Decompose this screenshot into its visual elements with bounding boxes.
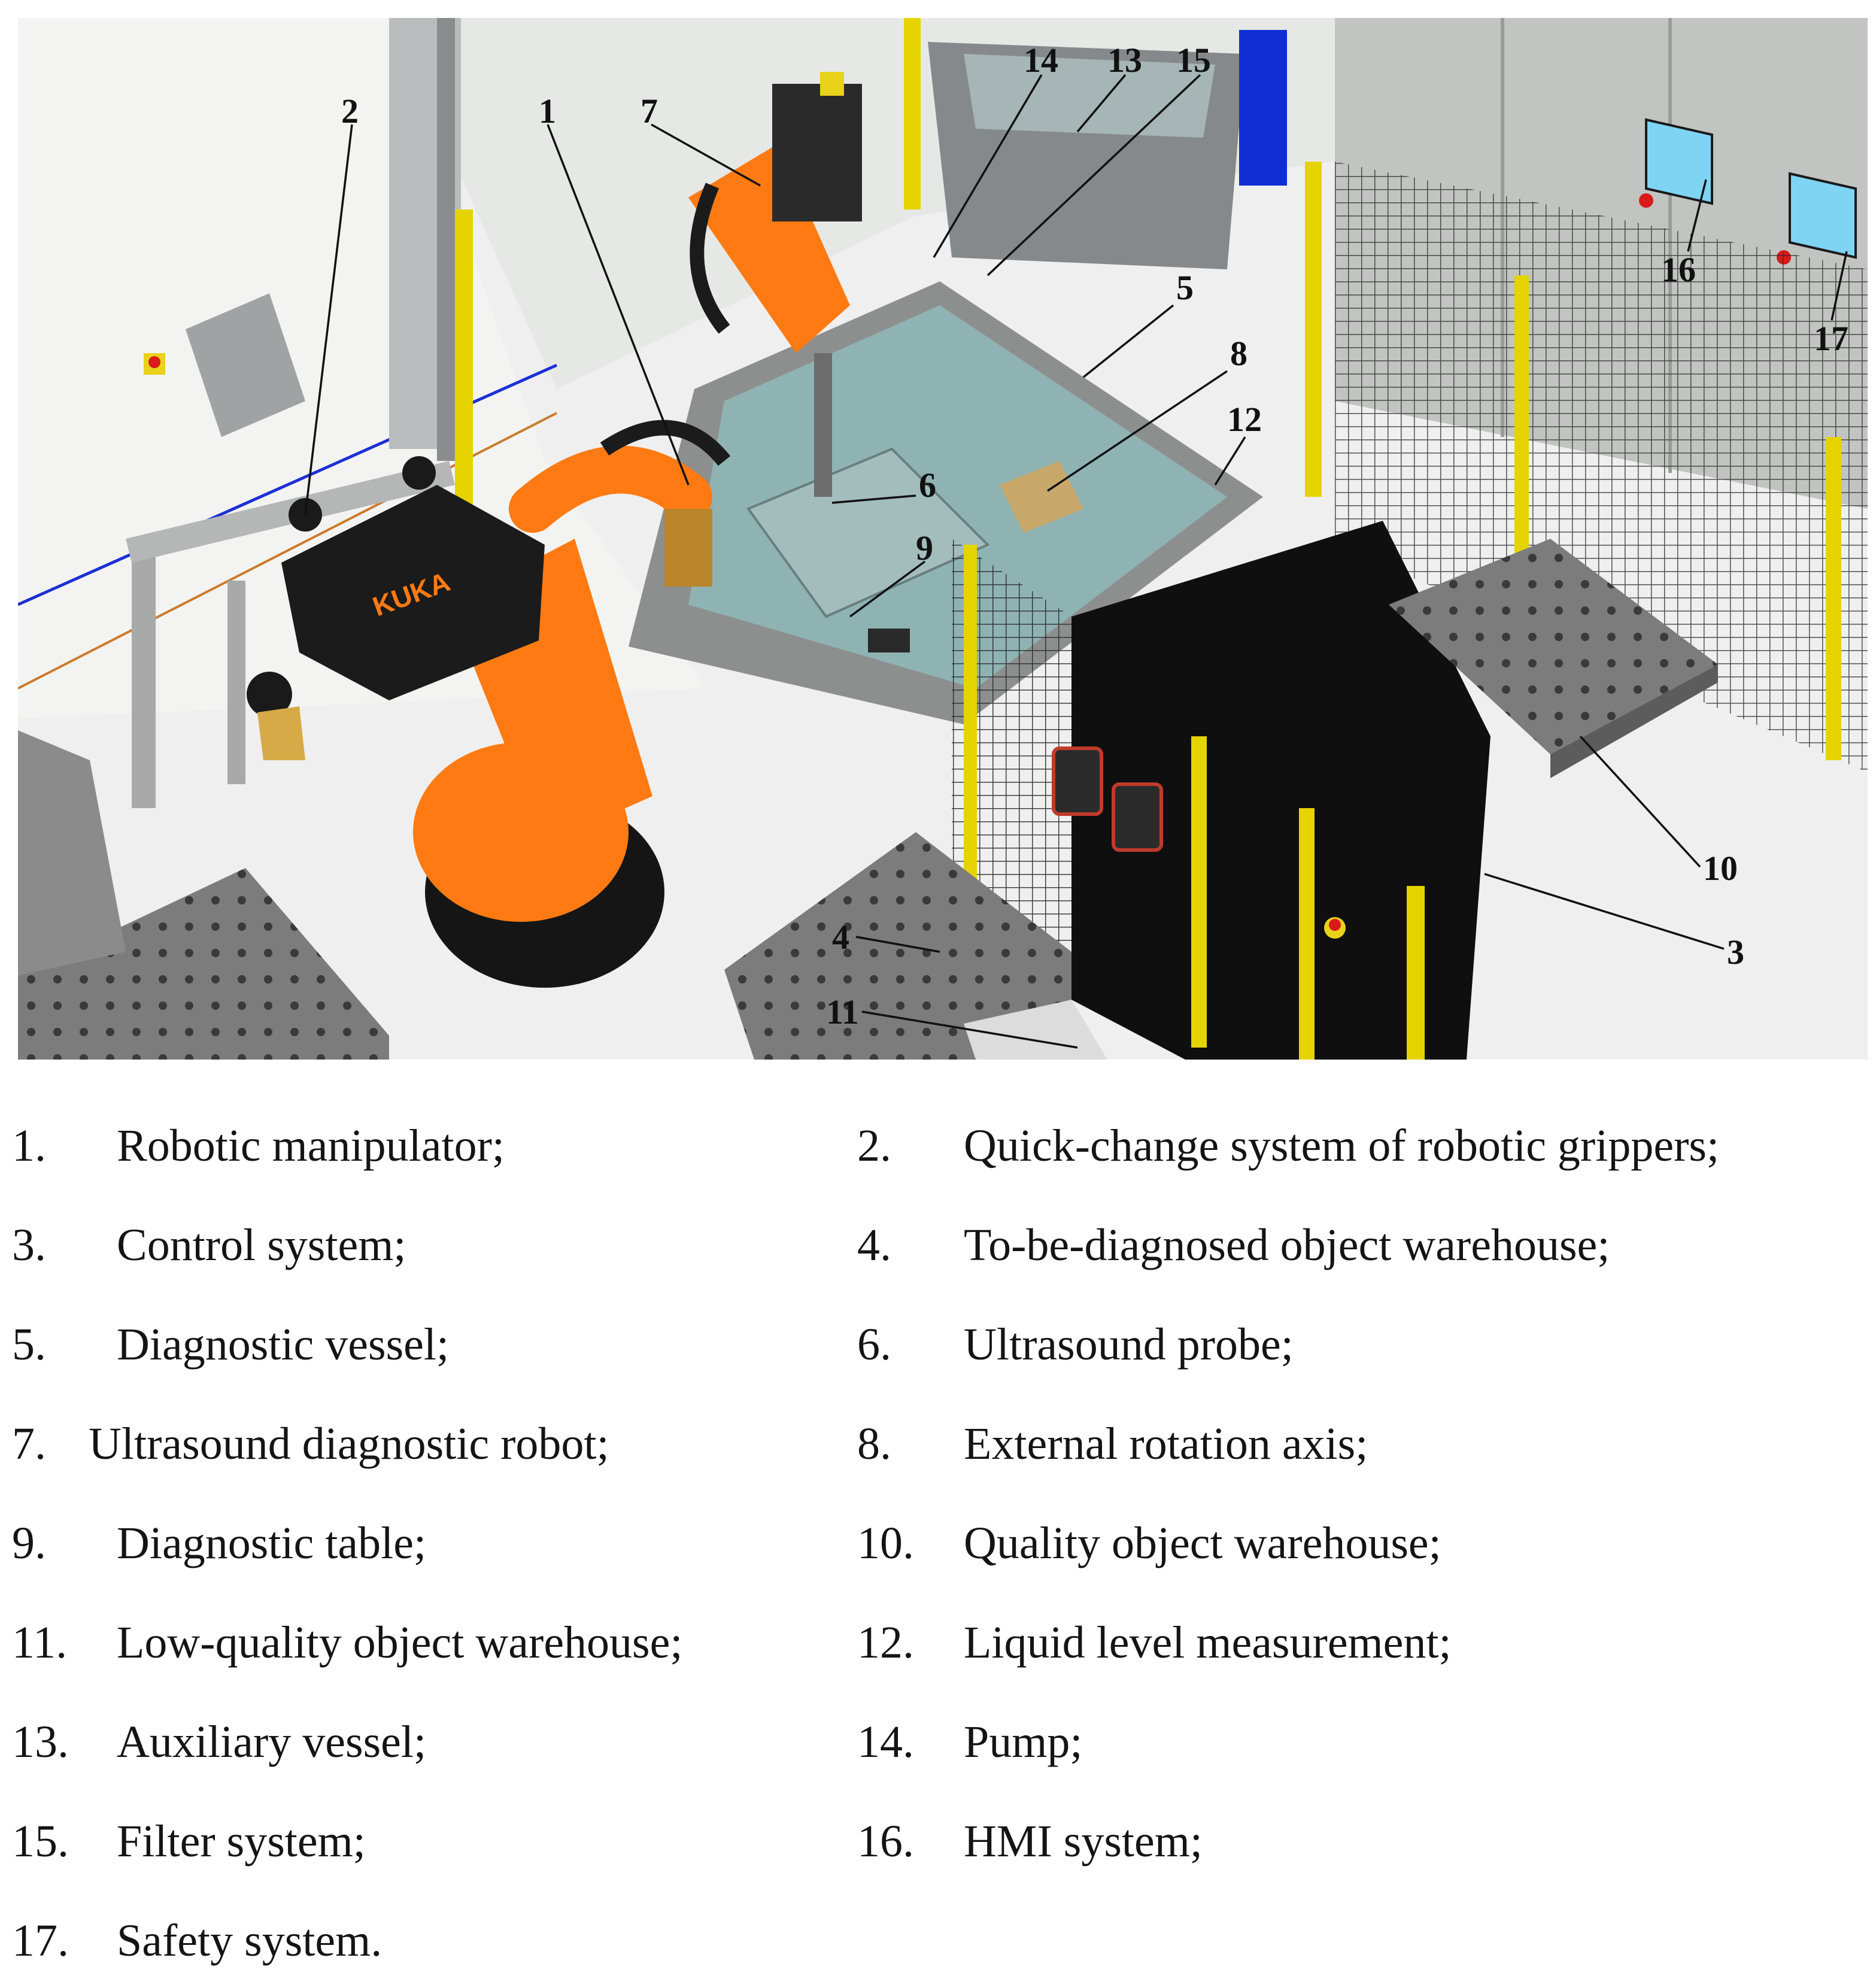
callout-7: 7 — [640, 92, 658, 130]
legend-num: 2. — [857, 1121, 891, 1171]
legend-num: 14. — [857, 1717, 914, 1767]
callout-1: 1 — [539, 92, 556, 130]
callout-9: 9 — [916, 529, 933, 567]
callout-17: 17 — [1814, 319, 1848, 358]
callout-14: 14 — [1024, 41, 1058, 80]
legend-num: 9. — [12, 1518, 46, 1568]
legend-text: Ultrasound diagnostic robot; — [89, 1419, 609, 1469]
legend-num: 10. — [857, 1518, 914, 1568]
legend-num: 8. — [857, 1419, 891, 1469]
legend-text: Ultrasound probe; — [964, 1319, 1294, 1370]
callout-13: 13 — [1107, 41, 1142, 80]
legend-text: Low-quality object warehouse; — [117, 1617, 683, 1668]
legend-num: 16. — [857, 1816, 914, 1866]
legend-num: 3. — [12, 1220, 46, 1270]
diagnostic-table — [746, 447, 990, 618]
legend-text: Auxiliary vessel; — [117, 1717, 427, 1767]
rotation-axis — [1000, 461, 1083, 533]
legend-text: Safety system. — [117, 1916, 383, 1966]
low-quality-warehouse — [964, 1000, 1107, 1060]
control-system — [1071, 521, 1491, 1060]
legend-text: HMI system; — [964, 1816, 1203, 1866]
callout-16: 16 — [1661, 250, 1696, 289]
robot-1-head — [281, 485, 545, 700]
hmi-screen-1 — [1645, 118, 1713, 205]
legend-num: 12. — [857, 1617, 914, 1668]
quality-warehouse-table — [1389, 539, 1718, 754]
callout-11: 11 — [826, 993, 859, 1031]
callout-12: 12 — [1227, 400, 1262, 439]
robot-7-head — [772, 84, 862, 221]
legend-num: 13. — [12, 1717, 69, 1767]
legend-text: Filter system; — [117, 1816, 366, 1866]
hmi-screen-2 — [1789, 172, 1857, 259]
callout-3: 3 — [1727, 933, 1744, 972]
teach-pendant-1 — [1052, 746, 1103, 816]
legend-text: Diagnostic table; — [117, 1518, 427, 1568]
legend-num: 15. — [12, 1816, 69, 1866]
legend-num: 11. — [12, 1617, 68, 1668]
callout-15: 15 — [1176, 41, 1211, 80]
legend-text: Diagnostic vessel; — [117, 1319, 450, 1370]
legend-text: Pump; — [964, 1717, 1083, 1767]
callout-6: 6 — [919, 466, 936, 505]
teach-pendant-2 — [1112, 782, 1163, 852]
workcell-rendering: KUKA 1 2 3 4 5 6 7 8 9 10 — [18, 18, 1868, 1060]
legend-num: 7. — [12, 1419, 46, 1469]
legend-num: 17. — [12, 1916, 69, 1966]
callout-5: 5 — [1176, 268, 1194, 307]
legend-num: 1. — [12, 1121, 46, 1171]
left-warehouse-table — [18, 868, 389, 1060]
wall-box — [186, 293, 305, 437]
legend-text: Quick-change system of robotic grippers; — [964, 1121, 1720, 1171]
legend-text: To-be-diagnosed object warehouse; — [964, 1220, 1610, 1270]
legend-text: Control system; — [117, 1220, 406, 1270]
callout-10: 10 — [1703, 849, 1738, 888]
legend-text: Robotic manipulator; — [117, 1121, 505, 1171]
legend-text: External rotation axis; — [964, 1419, 1368, 1469]
legend-text: Liquid level measurement; — [964, 1617, 1452, 1668]
callout-8: 8 — [1230, 334, 1247, 373]
robot-7-arm — [688, 144, 850, 353]
to-be-diagnosed-warehouse-table — [724, 832, 1071, 1060]
callout-2: 2 — [341, 92, 359, 130]
legend-num: 4. — [857, 1220, 891, 1270]
legend-text: Quality object warehouse; — [964, 1518, 1441, 1568]
legend-num: 6. — [857, 1319, 891, 1370]
safety-fence — [1335, 162, 1868, 772]
legend-num: 5. — [12, 1319, 46, 1370]
callout-4: 4 — [832, 918, 849, 957]
